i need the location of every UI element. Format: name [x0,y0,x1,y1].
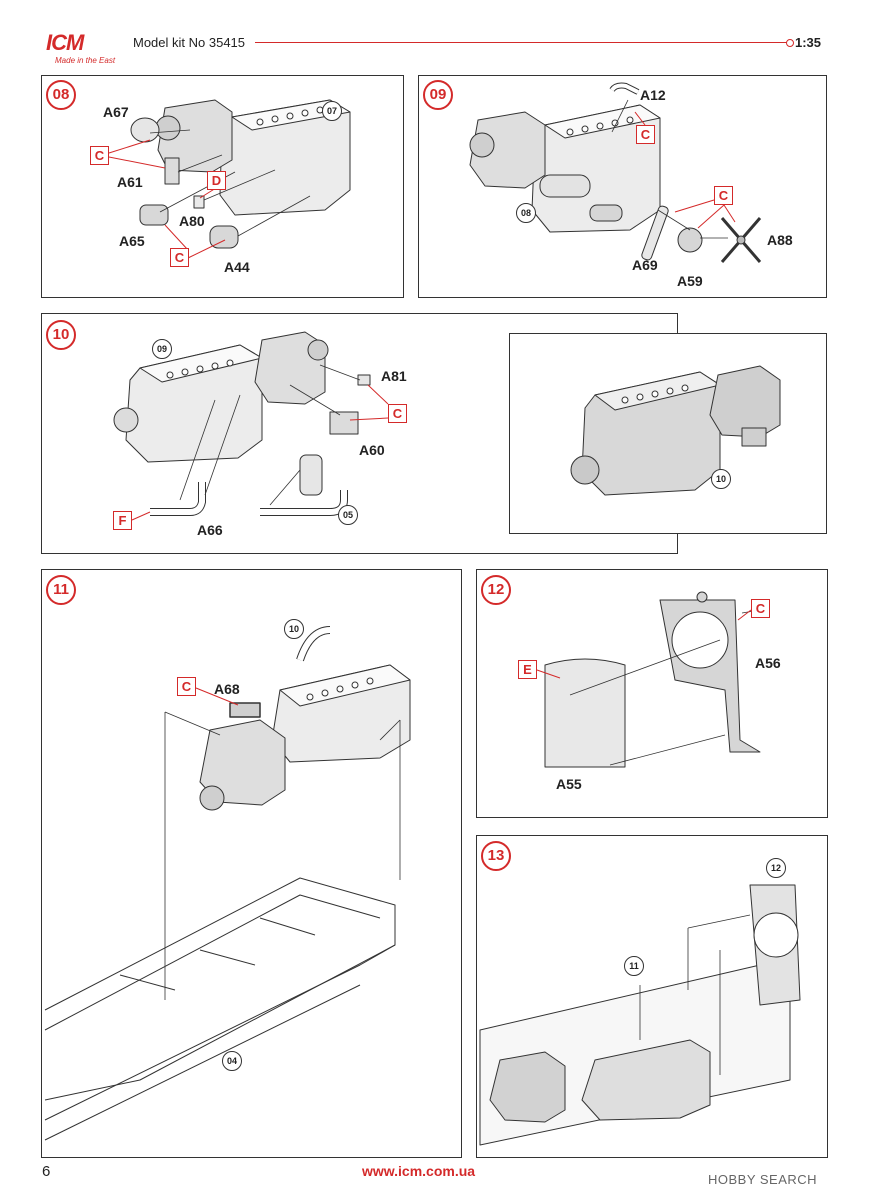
step-10-result-drawing [570,365,781,496]
watermark: HOBBY SEARCH [708,1172,818,1187]
header-rule [255,42,790,43]
glue-c-step09-a: C [636,125,655,144]
part-a61-label: A61 [117,174,143,190]
kit-title: Model kit No 35415 [133,35,246,50]
glue-f-step10: F [113,511,132,530]
glue-c-step08-b: C [170,248,189,267]
step-13-assembly-drawing [479,884,801,1146]
step-10-badge: 10 [46,320,76,350]
step-11-ref-10: 10 [284,619,304,639]
glue-c-step08-a: C [90,146,109,165]
step-11-engine-drawing [199,626,411,811]
step-09-engine-drawing [469,82,762,263]
step-10-ref-09: 09 [152,339,172,359]
step-11-ref-04: 04 [222,1051,242,1071]
step-13-badge: 13 [481,841,511,871]
header-rule-end [786,39,794,47]
step-10-engine-drawing [113,331,371,516]
glue-d-step08: D [207,171,226,190]
part-a56-label: A56 [755,655,781,671]
step-09-ref-08: 08 [516,203,536,223]
step-08-engine-drawing [130,99,351,249]
part-a68-label: A68 [214,681,240,697]
part-a81-label: A81 [381,368,407,384]
part-a88-label: A88 [767,232,793,248]
part-a80-label: A80 [179,213,205,229]
step-08-ref-07: 07 [322,101,342,121]
glue-c-step12: C [751,599,770,618]
part-a12-label: A12 [640,87,666,103]
step-13-ref-11: 11 [624,956,644,976]
step-13-ref-12: 12 [766,858,786,878]
part-a59-label: A59 [677,273,703,289]
brand-logo: ICM [46,30,84,55]
glue-c-step09-b: C [714,186,733,205]
part-a65-label: A65 [119,233,145,249]
brand-tagline: Made in the East [55,56,116,65]
part-a69-label: A69 [632,257,658,273]
glue-c-step11: C [177,677,196,696]
step-09-badge: 09 [423,80,453,110]
step-12-badge: 12 [481,575,511,605]
part-a67-label: A67 [103,104,129,120]
glue-c-step10: C [388,404,407,423]
kit-scale: 1:35 [795,35,822,50]
part-a60-label: A60 [359,442,385,458]
step-08-badge: 08 [46,80,76,110]
part-a44-label: A44 [224,259,250,275]
glue-e-step12: E [518,660,537,679]
part-a55-label: A55 [556,776,582,792]
page-number: 6 [42,1163,51,1180]
step-10-ref-05: 05 [338,505,358,525]
part-a66-label: A66 [197,522,223,538]
step-10-result-ref: 10 [711,469,731,489]
step-12-radiator-drawing [544,591,761,768]
step-11-frame-drawing [44,877,396,1141]
website-link[interactable]: www.icm.com.ua [362,1163,476,1179]
step-11-badge: 11 [46,575,76,605]
